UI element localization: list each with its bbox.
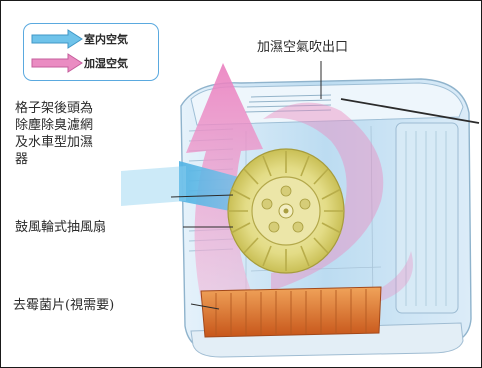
label-filter-line-4: 器 — [15, 152, 29, 167]
label-filter-line-2: 除塵除臭濾網 — [15, 118, 94, 133]
antibacterial-tray — [200, 286, 382, 338]
label-fan: 鼓風輪式抽風扇 — [15, 220, 107, 235]
humid-air-arrow-icon — [31, 53, 83, 73]
leader-lines — [170, 61, 480, 310]
label-filter-line-1: 格子架後頭為 — [15, 101, 94, 116]
legend-label-humid-air: 加湿空気 — [84, 57, 128, 70]
room-air-arrow-icon — [31, 29, 83, 49]
legend-label-room-air: 室内空気 — [84, 33, 128, 46]
legend: 室内空気 加湿空気 — [23, 23, 159, 81]
legend-item-humid-air: 加湿空気 — [24, 52, 158, 74]
legend-item-room-air: 室内空気 — [24, 28, 158, 50]
label-filter-line-3: 及水車型加濕 — [15, 135, 94, 150]
label-antibacterial: 去霉菌片(視需要) — [13, 298, 115, 313]
label-outlet: 加濕空氣吹出口 — [257, 40, 349, 55]
label-filter: 格子架後頭為 除塵除臭濾網 及水車型加濕 器 — [15, 100, 190, 168]
blower-fan-wheel — [227, 148, 345, 274]
